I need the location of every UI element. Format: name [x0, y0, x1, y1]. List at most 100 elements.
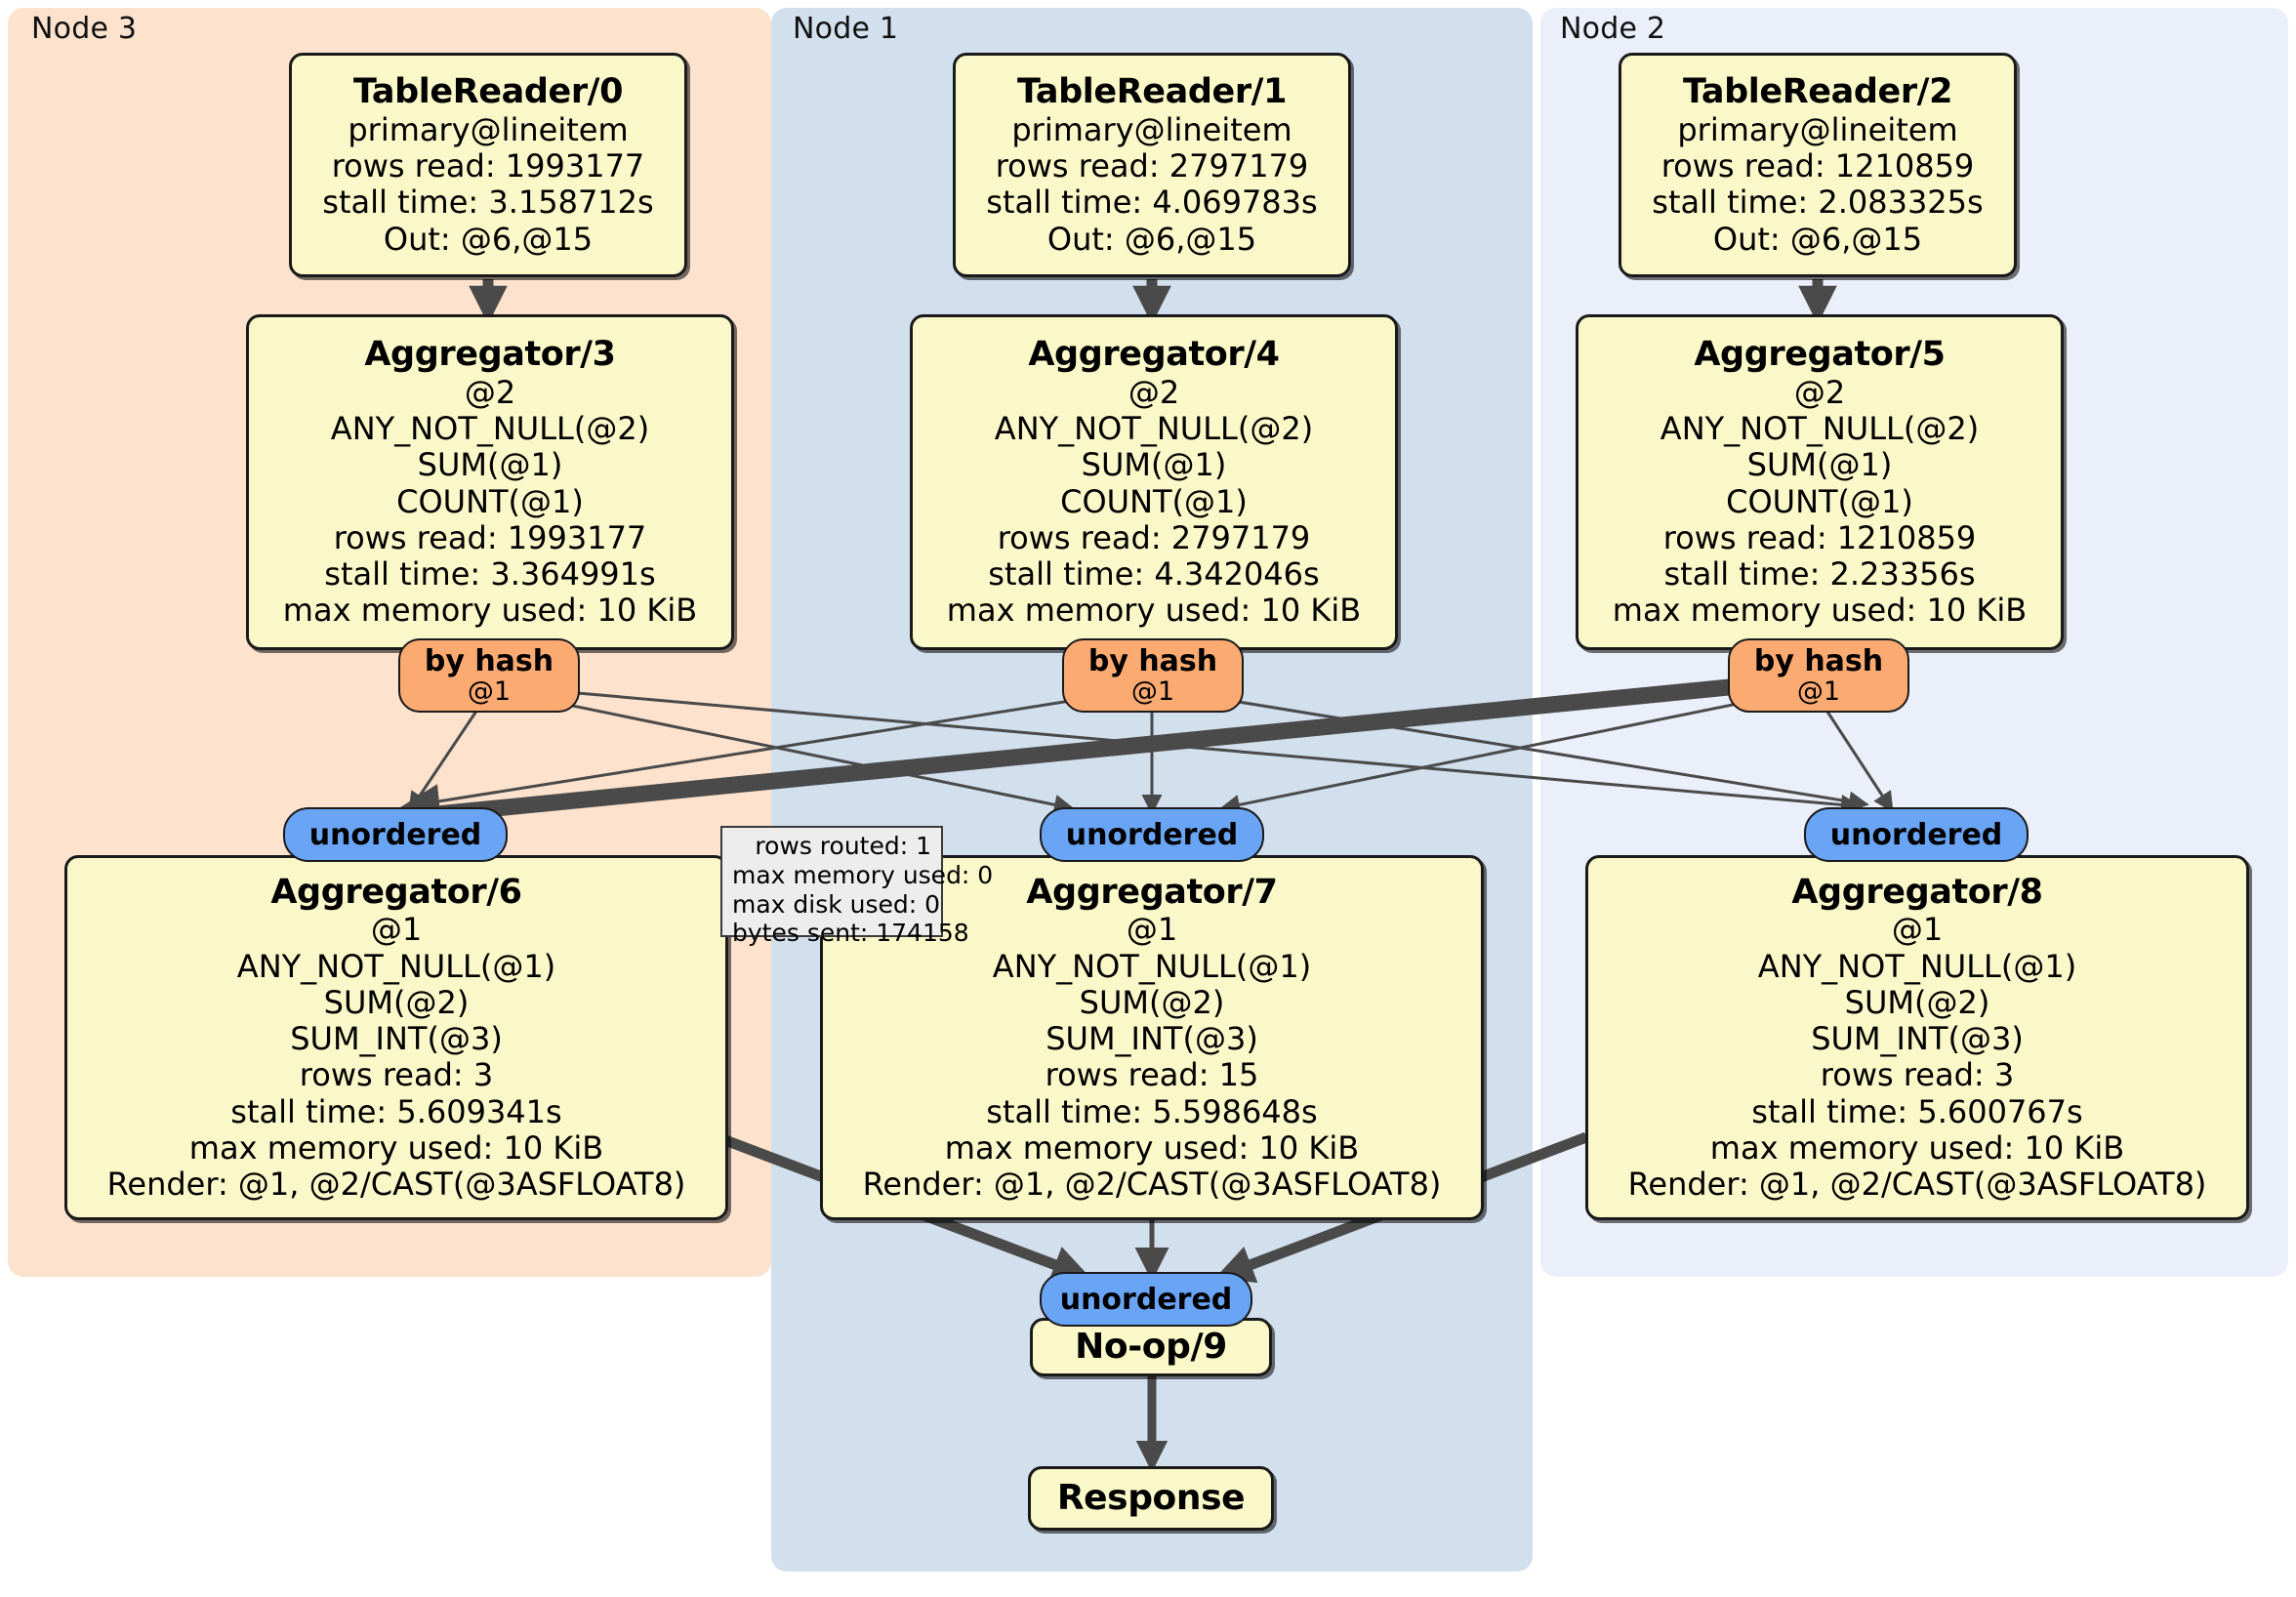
- stat-max-disk-used: max disk used: 0: [732, 889, 941, 919]
- processor-title: Aggregator/3: [364, 335, 616, 375]
- processor-line: SUM(@2): [323, 983, 470, 1021]
- router-title: by hash: [1087, 643, 1218, 678]
- synchronizer-label: unordered: [1065, 817, 1239, 852]
- processor-line: @2: [464, 373, 516, 411]
- processor-line: max memory used: 10 KiB: [1709, 1128, 2125, 1167]
- processor-title: Aggregator/5: [1694, 335, 1946, 375]
- processor-line: ANY_NOT_NULL(@1): [236, 947, 556, 985]
- processor-aggregator-6[interactable]: Aggregator/6 @1 ANY_NOT_NULL(@1) SUM(@2)…: [64, 855, 728, 1220]
- processor-line: Out: @6,@15: [383, 220, 594, 258]
- stat-rows-routed: rows routed: 1: [755, 832, 931, 860]
- processor-line: stall time: 2.083325s: [1652, 184, 1984, 222]
- processor-line: stall time: 3.158712s: [322, 184, 654, 222]
- processor-line: rows read: 2797179: [997, 518, 1311, 556]
- processor-line: COUNT(@1): [1060, 482, 1248, 520]
- processor-line: max memory used: 10 KiB: [1612, 592, 2028, 630]
- stat-bytes-sent: bytes sent: 174158: [732, 919, 969, 948]
- processor-line: SUM(@1): [1081, 446, 1227, 484]
- processor-line: rows read: 15: [1045, 1056, 1259, 1094]
- synchronizer-label: unordered: [308, 817, 482, 852]
- processor-line: ANY_NOT_NULL(@2): [330, 410, 650, 448]
- processor-line: rows read: 2797179: [995, 147, 1309, 185]
- processor-line: SUM_INT(@3): [290, 1020, 503, 1058]
- processor-title: No-op/9: [1075, 1327, 1227, 1368]
- processor-line: primary@lineitem: [1677, 110, 1958, 148]
- processor-line: max memory used: 10 KiB: [944, 1128, 1360, 1167]
- processor-line: rows read: 1993177: [331, 147, 645, 185]
- processor-line: @1: [1891, 911, 1944, 949]
- processor-line: ANY_NOT_NULL(@1): [992, 947, 1312, 985]
- cluster-label-node-1: Node 1: [793, 12, 899, 46]
- processor-line: COUNT(@1): [396, 482, 584, 520]
- processor-line: ANY_NOT_NULL(@1): [1757, 947, 2077, 985]
- stat-max-memory-used: max memory used: 0: [732, 860, 994, 889]
- processor-line: rows read: 3: [299, 1056, 494, 1094]
- processor-line: stall time: 5.598648s: [986, 1092, 1318, 1130]
- processor-line: rows read: 1993177: [333, 518, 647, 556]
- processor-line: Out: @6,@15: [1046, 220, 1257, 258]
- processor-line: COUNT(@1): [1726, 482, 1913, 520]
- synchronizer-label: unordered: [1829, 817, 2003, 852]
- stream-stats-tooltip: rows routed: 1 max memory used: 0 max di…: [720, 826, 994, 947]
- processor-line: max memory used: 10 KiB: [946, 592, 1362, 630]
- processor-title: TableReader/1: [1016, 72, 1288, 112]
- processor-line: primary@lineitem: [1011, 110, 1292, 148]
- processor-line: stall time: 4.069783s: [986, 184, 1318, 222]
- processor-line: stall time: 2.23356s: [1663, 555, 1976, 594]
- processor-line: Out: @6,@15: [1712, 220, 1923, 258]
- processor-line: Render: @1, @2/CAST(@3ASFLOAT8): [862, 1166, 1442, 1204]
- processor-line: primary@lineitem: [348, 110, 629, 148]
- processor-line: SUM(@2): [1844, 983, 1990, 1021]
- processor-line: SUM_INT(@3): [1046, 1020, 1258, 1058]
- processor-line: Render: @1, @2/CAST(@3ASFLOAT8): [106, 1166, 686, 1204]
- router-subtitle: @1: [467, 676, 512, 707]
- processor-title: Response: [1056, 1478, 1246, 1519]
- synchronizer-unordered-aggregator-6[interactable]: unordered: [283, 807, 508, 862]
- processor-line: stall time: 3.364991s: [324, 555, 656, 594]
- router-title: by hash: [1753, 643, 1884, 678]
- processor-line: SUM(@2): [1079, 983, 1225, 1021]
- processor-aggregator-3[interactable]: Aggregator/3 @2 ANY_NOT_NULL(@2) SUM(@1)…: [246, 314, 734, 650]
- processor-line: ANY_NOT_NULL(@2): [994, 410, 1314, 448]
- processor-tablereader-0[interactable]: TableReader/0 primary@lineitem rows read…: [289, 53, 687, 277]
- router-subtitle: @1: [1796, 676, 1841, 707]
- processor-line: SUM_INT(@3): [1811, 1020, 2024, 1058]
- processor-title: Aggregator/6: [270, 872, 522, 912]
- processor-aggregator-4[interactable]: Aggregator/4 @2 ANY_NOT_NULL(@2) SUM(@1)…: [910, 314, 1398, 650]
- processor-response[interactable]: Response: [1028, 1466, 1274, 1531]
- processor-line: stall time: 4.342046s: [988, 555, 1320, 594]
- router-by-hash-aggregator-5[interactable]: by hash @1: [1728, 638, 1909, 713]
- processor-line: stall time: 5.600767s: [1751, 1092, 2083, 1130]
- processor-line: @1: [370, 911, 423, 949]
- processor-line: rows read: 1210859: [1660, 147, 1975, 185]
- processor-line: SUM(@1): [1746, 446, 1893, 484]
- processor-line: max memory used: 10 KiB: [188, 1128, 604, 1167]
- synchronizer-unordered-aggregator-8[interactable]: unordered: [1804, 807, 2029, 862]
- processor-title: TableReader/0: [352, 72, 624, 112]
- synchronizer-unordered-noop-9[interactable]: unordered: [1040, 1272, 1252, 1327]
- processor-title: Aggregator/7: [1026, 872, 1278, 912]
- processor-line: rows read: 1210859: [1662, 518, 1977, 556]
- processor-title: Aggregator/8: [1791, 872, 2043, 912]
- processor-aggregator-5[interactable]: Aggregator/5 @2 ANY_NOT_NULL(@2) SUM(@1)…: [1576, 314, 2064, 650]
- processor-noop-9[interactable]: No-op/9: [1030, 1318, 1272, 1376]
- processor-line: @2: [1793, 373, 1846, 411]
- processor-aggregator-8[interactable]: Aggregator/8 @1 ANY_NOT_NULL(@1) SUM(@2)…: [1585, 855, 2249, 1220]
- cluster-label-node-2: Node 2: [1560, 12, 1666, 46]
- router-by-hash-aggregator-3[interactable]: by hash @1: [398, 638, 580, 713]
- synchronizer-label: unordered: [1059, 1282, 1233, 1317]
- processor-line: stall time: 5.609341s: [230, 1092, 562, 1130]
- processor-title: TableReader/2: [1682, 72, 1953, 112]
- synchronizer-unordered-aggregator-7[interactable]: unordered: [1040, 807, 1264, 862]
- processor-line: @1: [1126, 911, 1178, 949]
- processor-tablereader-2[interactable]: TableReader/2 primary@lineitem rows read…: [1619, 53, 2017, 277]
- processor-tablereader-1[interactable]: TableReader/1 primary@lineitem rows read…: [953, 53, 1351, 277]
- processor-line: SUM(@1): [417, 446, 563, 484]
- processor-line: Render: @1, @2/CAST(@3ASFLOAT8): [1627, 1166, 2207, 1204]
- processor-line: max memory used: 10 KiB: [282, 592, 698, 630]
- router-by-hash-aggregator-4[interactable]: by hash @1: [1062, 638, 1244, 713]
- processor-title: Aggregator/4: [1028, 335, 1280, 375]
- router-subtitle: @1: [1130, 676, 1175, 707]
- processor-line: rows read: 3: [1820, 1056, 2015, 1094]
- processor-line: ANY_NOT_NULL(@2): [1660, 410, 1980, 448]
